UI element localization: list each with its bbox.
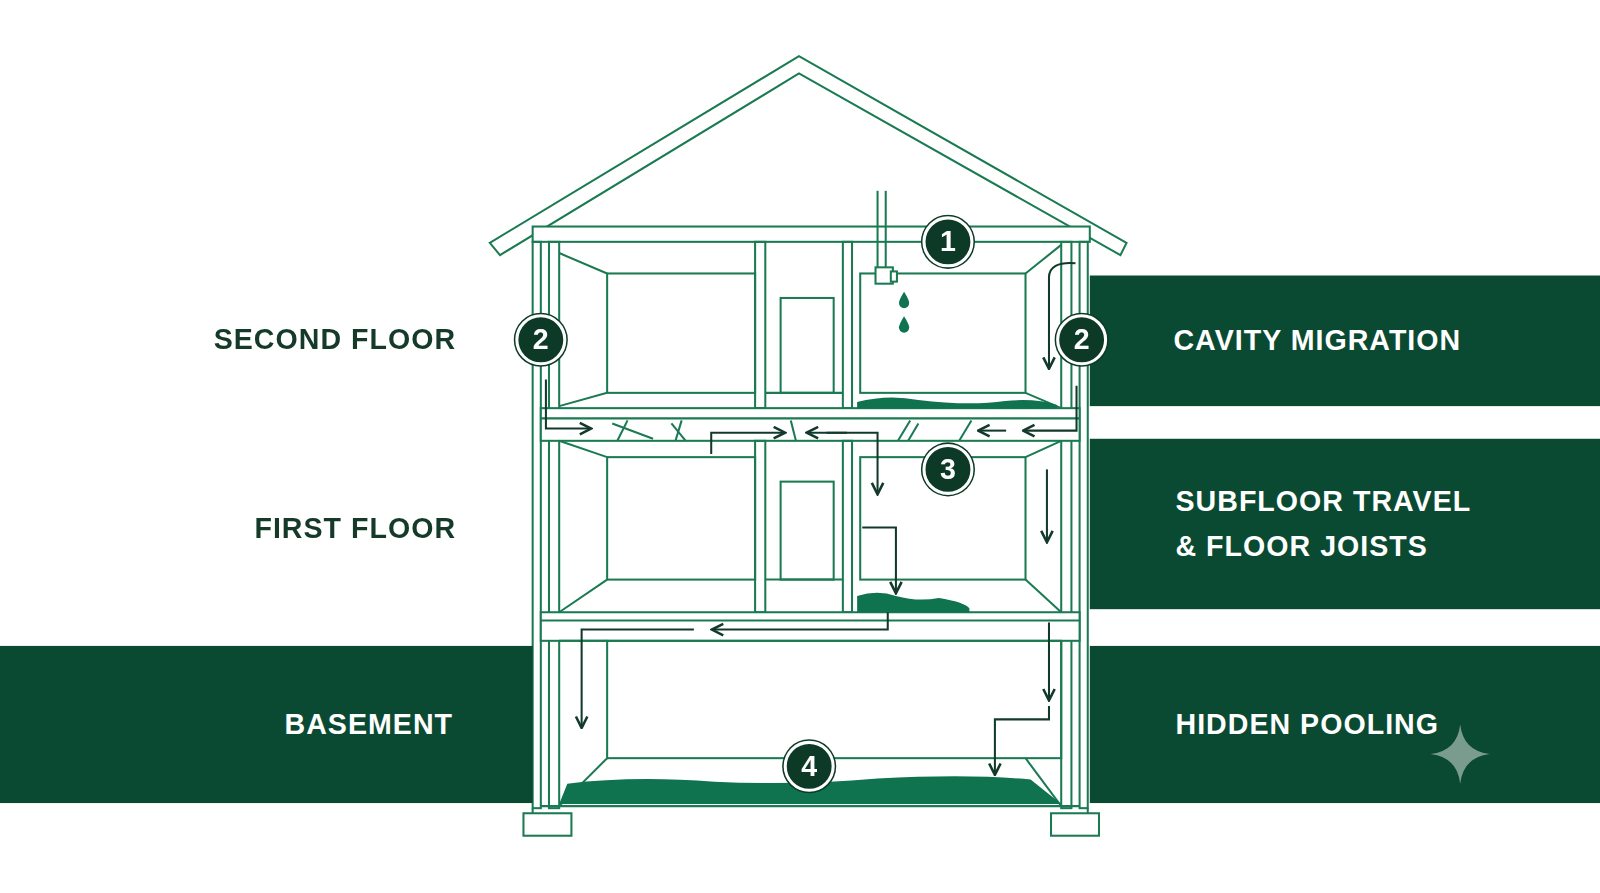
pooling-band: HIDDEN POOLING	[1090, 646, 1600, 803]
band-label: SUBFLOOR TRAVEL & FLOOR JOISTS	[1176, 479, 1477, 569]
floor-label: FIRST FLOOR	[254, 512, 456, 545]
callout-number: 1	[922, 216, 973, 267]
subfloor-band: SUBFLOOR TRAVEL & FLOOR JOISTS	[1090, 439, 1600, 609]
callout-number: 2	[1056, 314, 1107, 365]
band-label: HIDDEN POOLING	[1176, 702, 1503, 747]
cavity-band: CAVITY MIGRATION	[1090, 276, 1600, 407]
band-label: CAVITY MIGRATION	[1173, 318, 1500, 363]
callout-number: 2	[515, 314, 566, 365]
floor-label: SECOND FLOOR	[214, 323, 456, 356]
callout-number: 3	[922, 444, 973, 495]
band-label: BASEMENT	[285, 702, 453, 747]
sparkle-watermark	[1429, 722, 1492, 785]
callout-number: 4	[784, 741, 835, 792]
basement-band: BASEMENT	[0, 646, 533, 803]
